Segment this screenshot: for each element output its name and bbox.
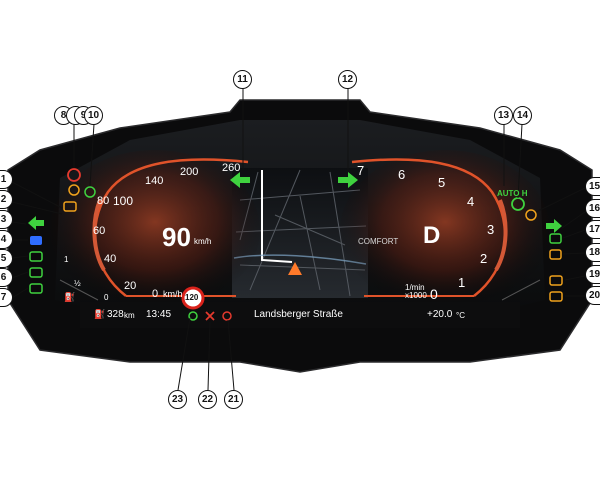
speedo-tick-200: 200 — [180, 166, 199, 178]
low-beam-icon — [29, 267, 43, 278]
callout-13: 13 — [494, 106, 513, 125]
speedo-tick-40: 40 — [104, 253, 117, 265]
callout-20: 20 — [585, 286, 600, 305]
gear-indicator: D — [423, 222, 441, 249]
speedo-tick-100: 100 — [113, 194, 134, 208]
tacho-tick-2: 2 — [480, 251, 488, 266]
callout-12: 12 — [338, 70, 357, 89]
callout-21: 21 — [224, 390, 243, 409]
callout-16: 16 — [585, 199, 600, 218]
tacho-tick-1: 1 — [458, 275, 466, 290]
tacho-tick-6: 6 — [398, 167, 406, 182]
temperature-unit: °C — [456, 311, 465, 320]
auto-hold-indicator: AUTO H — [497, 189, 528, 198]
turn-signal-right-icon — [338, 172, 358, 188]
fuel-half: ½ — [74, 279, 81, 288]
speedo-tick-20: 20 — [124, 280, 137, 292]
turn-signal-left-icon — [230, 172, 250, 188]
callout-5: 5 — [0, 249, 13, 268]
callout-22: 22 — [198, 390, 217, 409]
fuel-empty: 0 — [104, 293, 109, 302]
callout-11: 11 — [233, 70, 252, 89]
seatbelt-warning-icon — [63, 201, 77, 212]
callout-14: 14 — [513, 106, 532, 125]
callout-1: 1 — [0, 170, 13, 189]
clock: 13:45 — [146, 309, 172, 320]
speedo-tick-80: 80 — [97, 195, 110, 207]
rear-fog-icon — [549, 233, 562, 244]
callout-17: 17 — [585, 220, 600, 239]
callout-6: 6 — [0, 268, 13, 287]
lane-assist-left-icon — [28, 216, 44, 230]
fog-light-icon — [29, 251, 43, 262]
speedo-unit: km/h — [163, 289, 183, 299]
callout-2: 2 — [0, 190, 13, 209]
tacho-tick-3: 3 — [487, 222, 495, 237]
tacho-tick-4: 4 — [467, 194, 475, 209]
callout-15: 15 — [585, 177, 600, 196]
callout-7: 7 — [0, 288, 13, 307]
callout-23: 23 — [168, 390, 187, 409]
wrench-icon — [205, 311, 215, 321]
callout-3: 3 — [0, 210, 13, 229]
callout-18: 18 — [585, 243, 600, 262]
brake-warning-icon — [67, 168, 81, 182]
acc-icon — [188, 311, 198, 321]
vehicle-position-icon — [288, 262, 302, 275]
callout-19: 19 — [585, 265, 600, 284]
engine-warning-icon — [549, 275, 563, 286]
emission-warning-icon — [549, 291, 563, 302]
fuel-pump-icon: ⛽ — [64, 292, 76, 302]
service-icon — [222, 311, 232, 321]
parking-light-icon — [29, 283, 43, 294]
glow-plug-icon — [549, 249, 562, 260]
speed-limit-value: 120 — [185, 293, 199, 302]
speed-limit-sign — [181, 286, 205, 310]
speedo-tick-0: 0 — [152, 288, 159, 300]
current-speed: 90 — [162, 222, 191, 252]
callout-10: 10 — [84, 106, 103, 125]
range-unit: km — [124, 311, 135, 320]
street-name: Landsberger Straße — [254, 309, 343, 320]
speedo-tick-140: 140 — [145, 175, 164, 187]
tacho-unit-line1: 1/min — [405, 283, 425, 292]
drive-mode: COMFORT — [358, 237, 399, 246]
steering-warning-icon — [525, 209, 537, 221]
lane-assist-right-icon — [546, 219, 562, 233]
range-icon: ⛽ — [94, 309, 106, 319]
current-speed-unit: km/h — [194, 237, 212, 246]
outside-temperature: +20.0 — [427, 309, 453, 320]
range-value: 328 — [107, 309, 124, 320]
fuel-full: 1 — [64, 255, 69, 264]
high-beam-icon — [30, 236, 42, 245]
driver-assist-icon — [84, 186, 96, 198]
tire-pressure-icon — [68, 184, 80, 196]
tacho-tick-5: 5 — [438, 175, 446, 190]
tacho-unit-line2: x1000 — [405, 291, 427, 300]
speedo-tick-260: 260 — [222, 162, 241, 174]
tacho-tick-0: 0 — [430, 286, 438, 302]
tacho-tick-7: 7 — [357, 163, 365, 178]
speedo-tick-60: 60 — [93, 225, 106, 237]
callout-4: 4 — [0, 230, 13, 249]
